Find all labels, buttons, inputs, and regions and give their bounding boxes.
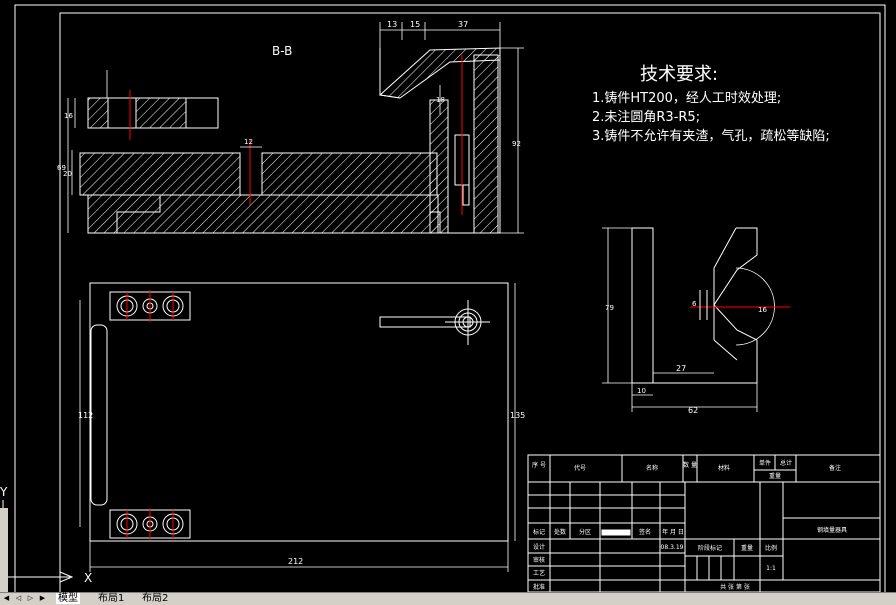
dim-6: 6	[692, 300, 697, 308]
tb-part-name: 钢填量器具	[817, 526, 847, 534]
dim-27: 27	[676, 364, 686, 373]
tech-requirement-1: 1.铸件HT200，经人工时效处理;	[592, 90, 781, 106]
tb-seq: 序 号	[532, 461, 546, 469]
dim-112: 112	[78, 411, 93, 420]
tb-scale: 比例	[765, 544, 777, 552]
tb-zone: 分区	[579, 528, 591, 536]
tb-unit: 单件	[759, 459, 771, 467]
dim-62: 62	[688, 406, 698, 415]
next-tab-arrow-icon[interactable]: ▷	[27, 594, 34, 602]
dim-37: 37	[458, 20, 468, 29]
dim-92: 92	[512, 140, 521, 148]
prev-tab-arrow-icon[interactable]: ◁	[15, 594, 22, 602]
dim-18: 18	[436, 96, 445, 104]
dim-16: 16	[64, 112, 73, 120]
dim-10: 10	[637, 387, 646, 395]
tb-approve: 批准	[533, 583, 545, 591]
ucs-y-label: Y	[0, 485, 8, 499]
dim-13: 13	[387, 20, 397, 29]
top-view	[79, 282, 516, 572]
layout-tab-bar: ◀ ◁ ▷ ▶ 模型 布局1 布局2	[0, 592, 896, 605]
tb-total: 总计	[780, 459, 792, 467]
tech-requirements-title: 技术要求:	[640, 64, 718, 85]
tb-count: 处数	[554, 528, 566, 536]
dim-12: 12	[244, 138, 253, 146]
tab-layout2[interactable]: 布局2	[142, 593, 169, 604]
tb-stage-mark: 阶段标记	[698, 544, 722, 552]
vertical-scrollbar[interactable]	[0, 508, 8, 592]
ucs-icon	[2, 500, 74, 583]
tech-requirement-2: 2.未注圆角R3-R5;	[592, 110, 700, 125]
tb-date: 08.3.19	[661, 544, 684, 551]
dim-79: 79	[605, 304, 614, 312]
section-label: B-B	[272, 44, 292, 58]
dim-212: 212	[288, 557, 303, 566]
title-block	[527, 454, 881, 593]
last-tab-arrow-icon[interactable]: ▶	[39, 594, 46, 602]
dim-r16: 16	[758, 306, 767, 314]
dim-69: 69	[57, 164, 66, 172]
section-view	[67, 22, 524, 234]
tb-scale-value: 1:1	[766, 565, 776, 572]
tb-sign: 签名	[639, 528, 651, 536]
tb-remark: 备注	[829, 464, 841, 472]
tb-name: 名称	[646, 464, 658, 472]
tb-weight: 重量	[769, 472, 781, 480]
ucs-x-label: X	[84, 571, 92, 585]
tb-ymd: 年 月 日	[662, 528, 684, 536]
tb-wt: 重量	[741, 544, 753, 552]
v-block-view	[602, 227, 790, 412]
tb-qty: 数 量	[683, 461, 697, 469]
tb-mark: 标记	[533, 528, 545, 536]
dim-15: 15	[410, 20, 420, 29]
tb-code: 代号	[574, 464, 586, 472]
tab-model[interactable]: 模型	[56, 593, 80, 604]
tb-process: 工艺	[533, 569, 545, 577]
dim-135: 135	[510, 411, 525, 420]
first-tab-arrow-icon[interactable]: ◀	[3, 594, 10, 602]
tb-sheets: 共 张 第 张	[720, 583, 750, 591]
tb-material: 材料	[718, 464, 730, 472]
tb-review: 审核	[533, 556, 545, 564]
tab-layout1[interactable]: 布局1	[98, 593, 125, 604]
tb-design: 设计	[533, 543, 545, 551]
dim-20: 20	[63, 170, 72, 178]
tech-requirement-3: 3.铸件不允许有夹渣，气孔，疏松等缺陷;	[592, 128, 830, 144]
